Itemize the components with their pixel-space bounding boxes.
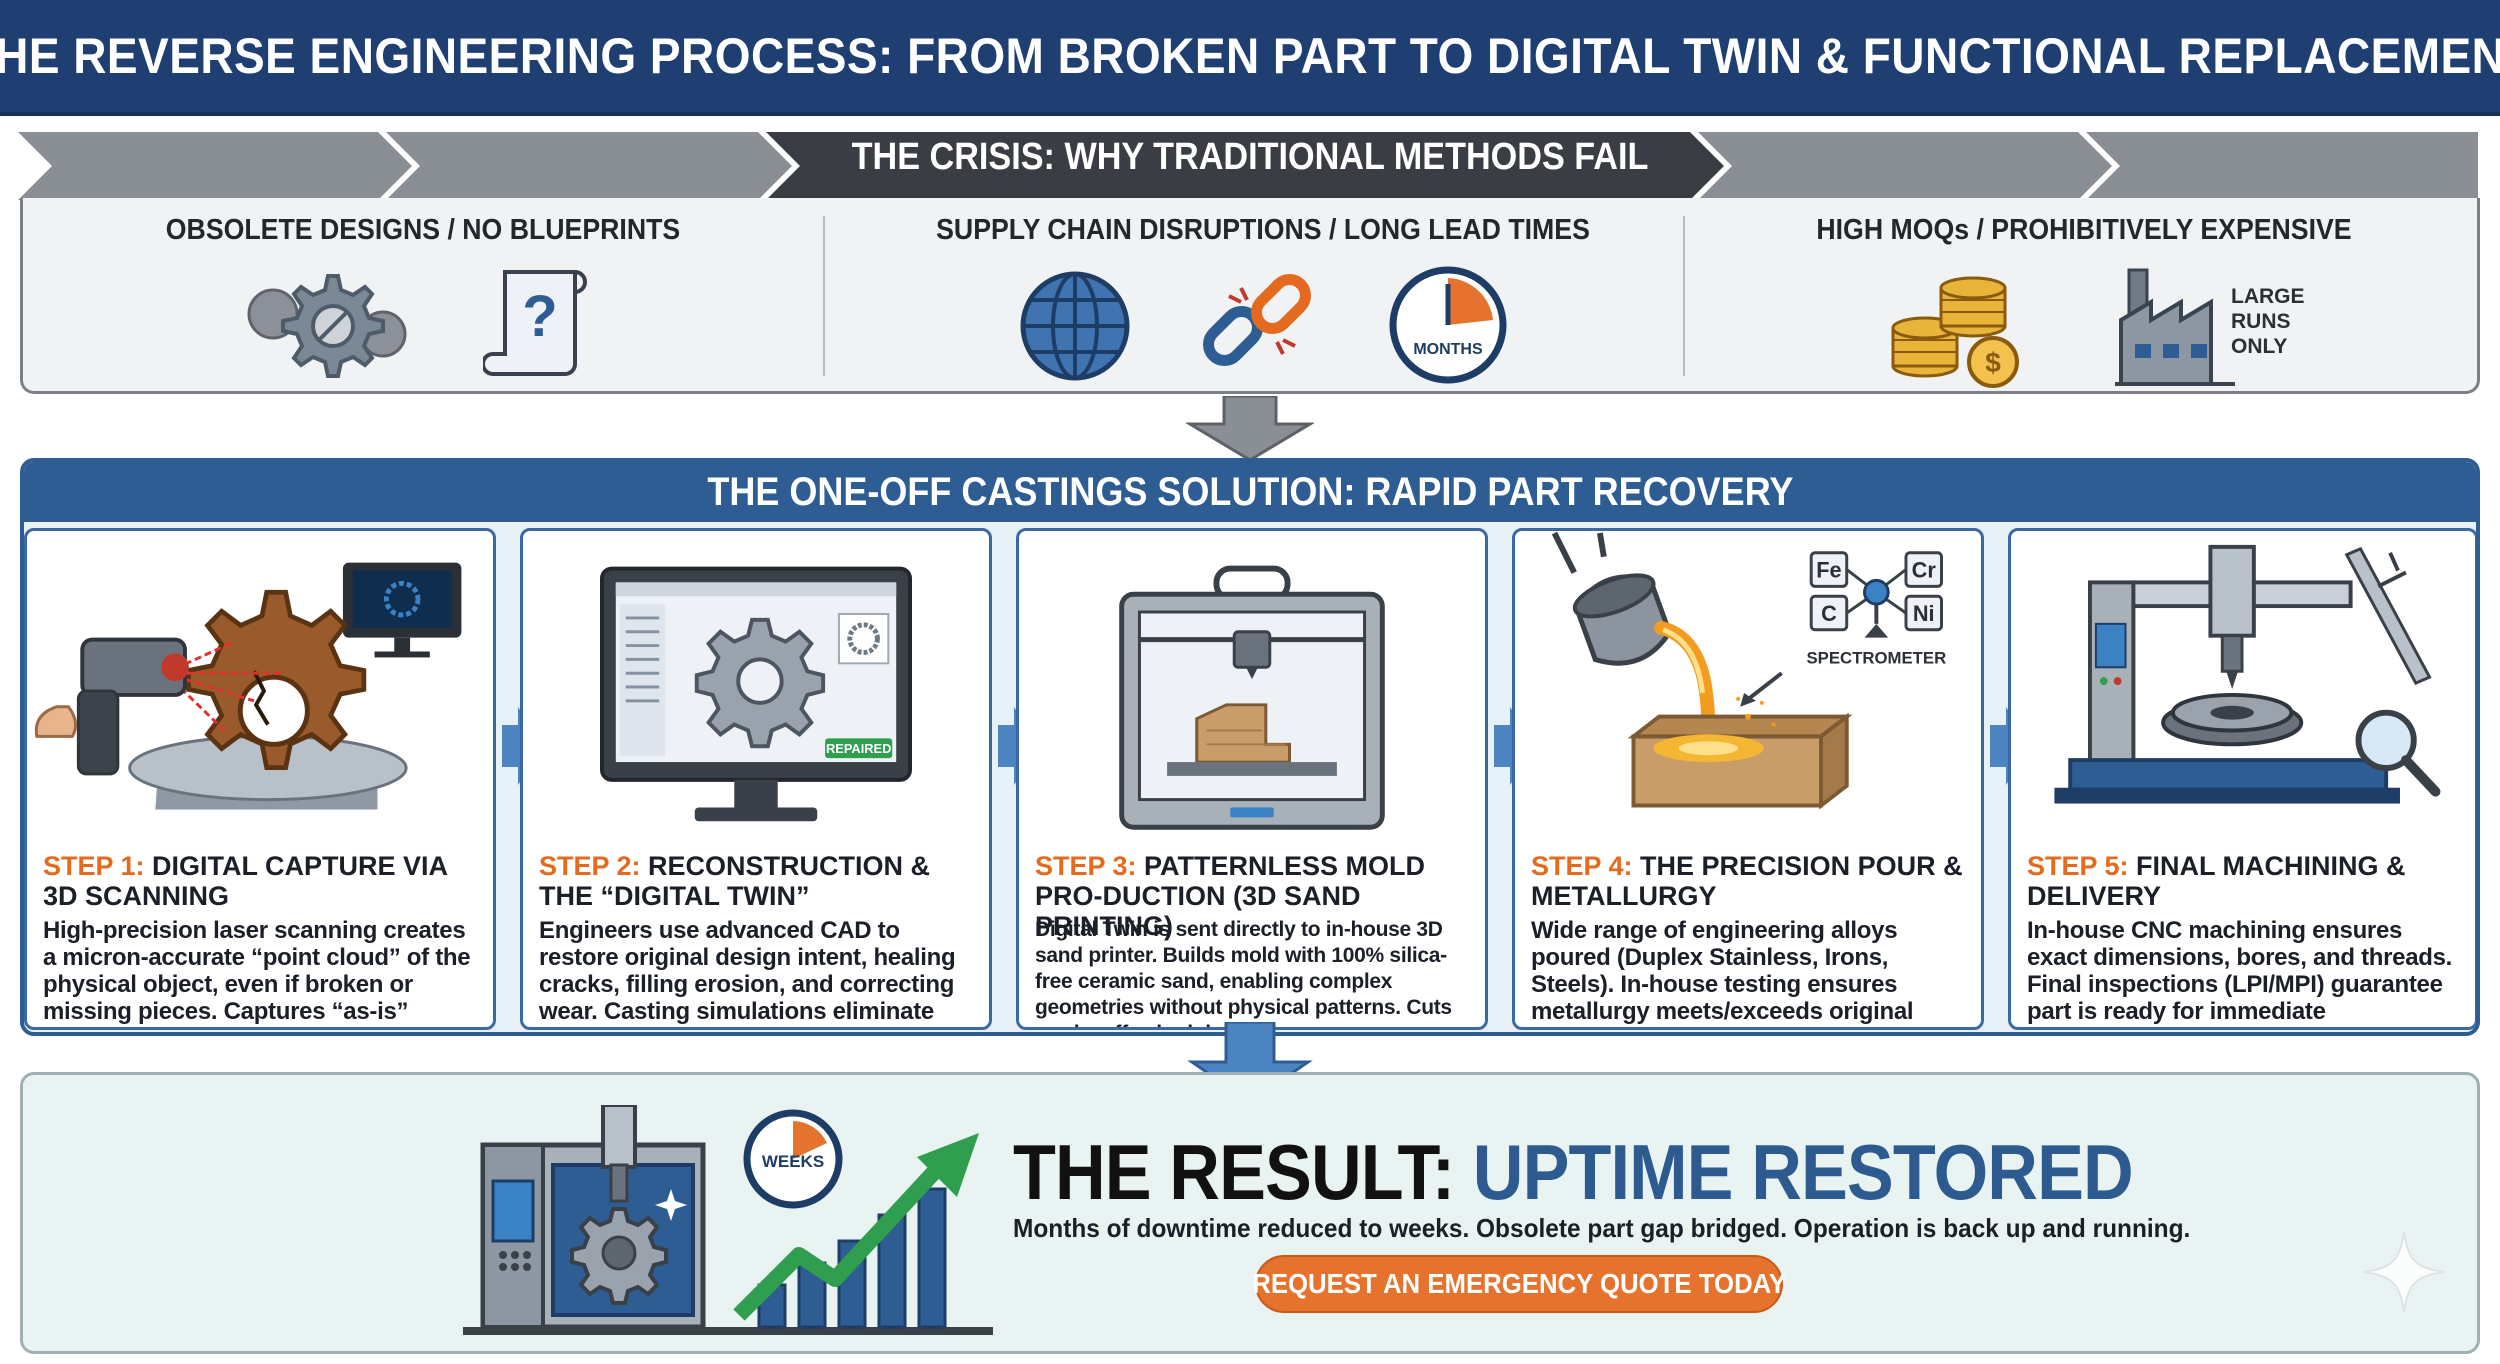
step-1-title: STEP 1: DIGITAL CAPTURE VIA 3D SCANNING bbox=[43, 851, 483, 911]
cnc-mill-icon bbox=[2054, 544, 2441, 804]
crisis-column-supply: SUPPLY CHAIN DISRUPTIONS / LONG LEAD TIM… bbox=[825, 198, 1701, 394]
crisis-column-moq: HIGH MOQs / PROHIBITIVELY EXPENSIVE $ LA… bbox=[1685, 198, 2483, 394]
ladle-pour-icon: Fe Cr C Ni SPECTROMETER bbox=[1551, 531, 1946, 810]
step-title-text: FINAL MACHINING & DELIVERY bbox=[2027, 851, 2406, 911]
spectrometer-label: SPECTROMETER bbox=[1806, 648, 1946, 667]
repaired-badge: REPAIRED bbox=[826, 741, 891, 756]
step-number: STEP 4: bbox=[1531, 851, 1633, 881]
coin-stack-icon: $ bbox=[1891, 276, 2019, 388]
step-card-1: STEP 1: DIGITAL CAPTURE VIA 3D SCANNING … bbox=[24, 528, 496, 1030]
globe-icon bbox=[1020, 271, 1130, 381]
crisis-panel: OBSOLETE DESIGNS / NO BLUEPRINTS ? SUPPL… bbox=[20, 198, 2480, 394]
step-title-text: THE PRECISION POUR & METALLURGY bbox=[1531, 851, 1963, 911]
solution-panel: THE ONE-OFF CASTINGS SOLUTION: RAPID PAR… bbox=[20, 458, 2480, 1036]
crisis-divider bbox=[1683, 216, 1685, 376]
svg-text:?: ? bbox=[522, 284, 557, 349]
clock-weeks-label: WEEKS bbox=[762, 1152, 824, 1171]
crisis-column-obsolete: OBSOLETE DESIGNS / NO BLUEPRINTS ? bbox=[23, 198, 823, 394]
crisis-divider bbox=[823, 216, 825, 376]
solution-header: THE ONE-OFF CASTINGS SOLUTION: RAPID PAR… bbox=[24, 462, 2476, 522]
svg-text:$: $ bbox=[1985, 347, 2001, 378]
factory-icon bbox=[2115, 268, 2235, 386]
crisis-heading-obsolete: OBSOLETE DESIGNS / NO BLUEPRINTS bbox=[165, 214, 681, 246]
solution-title: THE ONE-OFF CASTINGS SOLUTION: RAPID PAR… bbox=[706, 469, 1794, 514]
step-card-2: REPAIRED STEP 2: RECONSTRUCTION & THE “D… bbox=[520, 528, 992, 1030]
crisis-chevron-bar bbox=[18, 132, 2478, 200]
step-title-text: RECONSTRUCTION & THE “DIGITAL TWIN” bbox=[539, 851, 931, 911]
step-3-description: Digital Twin is sent directly to in-hous… bbox=[1035, 918, 1452, 1027]
result-panel: WEEKS THE RESULT: UPTIME RESTORED Months… bbox=[20, 1072, 2480, 1354]
question-scroll-icon: ? bbox=[483, 270, 587, 376]
result-title: THE RESULT: UPTIME RESTORED bbox=[1013, 1127, 2134, 1218]
sparkle-icon bbox=[2363, 1231, 2445, 1313]
step-2-title: STEP 2: RECONSTRUCTION & THE “DIGITAL TW… bbox=[539, 851, 979, 911]
step-card-5: STEP 5: FINAL MACHINING & DELIVERY In-ho… bbox=[2008, 528, 2476, 1030]
step-number: STEP 5: bbox=[2027, 851, 2129, 881]
step-number: STEP 1: bbox=[43, 851, 145, 881]
step-5-title: STEP 5: FINAL MACHINING & DELIVERY bbox=[2027, 851, 2465, 911]
step-number: STEP 3: bbox=[1035, 851, 1137, 881]
large-runs-line: ONLY bbox=[2231, 335, 2288, 358]
step-1-description: High-precision laser scanning creates a … bbox=[43, 917, 471, 1027]
large-runs-label: LARGE RUNS ONLY bbox=[2231, 284, 2305, 359]
result-title-highlight: UPTIME RESTORED bbox=[1472, 1128, 2134, 1216]
page-title: THE REVERSE ENGINEERING PROCESS: FROM BR… bbox=[0, 28, 2500, 84]
3d-printer-icon bbox=[1119, 565, 1385, 830]
result-title-prefix: THE RESULT: bbox=[1013, 1128, 1473, 1216]
step-card-4: Fe Cr C Ni SPECTROMETER STEP 4: THE PREC… bbox=[1512, 528, 1984, 1030]
element-ni: Ni bbox=[1913, 601, 1935, 626]
step-title-text: PATTERNLESS MOLD PRO-DUCTION (3D SAND PR… bbox=[1035, 851, 1426, 941]
large-runs-line: RUNS bbox=[2231, 310, 2291, 333]
gears-icon bbox=[247, 274, 407, 378]
step-number: STEP 2: bbox=[539, 851, 641, 881]
clock-icon: MONTHS bbox=[1389, 266, 1507, 384]
step-3-title: STEP 3: PATTERNLESS MOLD PRO-DUCTION (3D… bbox=[1035, 851, 1475, 941]
down-arrow-icon bbox=[1186, 396, 1314, 462]
laser-scanner-icon bbox=[34, 562, 462, 810]
request-quote-button[interactable]: REQUEST AN EMERGENCY QUOTE TODAY bbox=[1252, 1255, 1786, 1313]
crisis-heading-supply: SUPPLY CHAIN DISRUPTIONS / LONG LEAD TIM… bbox=[936, 214, 1590, 246]
step-4-title: STEP 4: THE PRECISION POUR & METALLURGY bbox=[1531, 851, 1971, 911]
step-card-3: STEP 3: PATTERNLESS MOLD PRO-DUCTION (3D… bbox=[1016, 528, 1488, 1030]
step-5-description: In-house CNC machining ensures exact dim… bbox=[2027, 917, 2453, 1027]
element-fe: Fe bbox=[1816, 557, 1841, 582]
step-2-description: Engineers use advanced CAD to restore or… bbox=[539, 917, 956, 1027]
cnc-growth-icon: WEEKS bbox=[463, 1105, 993, 1335]
element-cr: Cr bbox=[1912, 557, 1937, 582]
crisis-title: THE CRISIS: WHY TRADITIONAL METHODS FAIL bbox=[851, 136, 1649, 178]
element-c: C bbox=[1821, 601, 1837, 626]
result-subtitle: Months of downtime reduced to weeks. Obs… bbox=[1013, 1213, 2191, 1243]
step-4-description: Wide range of engineering alloys poured … bbox=[1531, 917, 1914, 1027]
request-quote-label: REQUEST AN EMERGENCY QUOTE TODAY bbox=[1252, 1268, 1786, 1299]
header-banner: THE REVERSE ENGINEERING PROCESS: FROM BR… bbox=[0, 0, 2500, 116]
large-runs-line: LARGE bbox=[2231, 285, 2305, 308]
broken-chain-icon bbox=[1203, 274, 1311, 366]
crisis-heading-moq: HIGH MOQs / PROHIBITIVELY EXPENSIVE bbox=[1816, 214, 2352, 246]
clock-months-label: MONTHS bbox=[1413, 341, 1483, 358]
cad-monitor-icon: REPAIRED bbox=[600, 566, 912, 822]
step-title-text: DIGITAL CAPTURE VIA 3D SCANNING bbox=[43, 851, 448, 911]
